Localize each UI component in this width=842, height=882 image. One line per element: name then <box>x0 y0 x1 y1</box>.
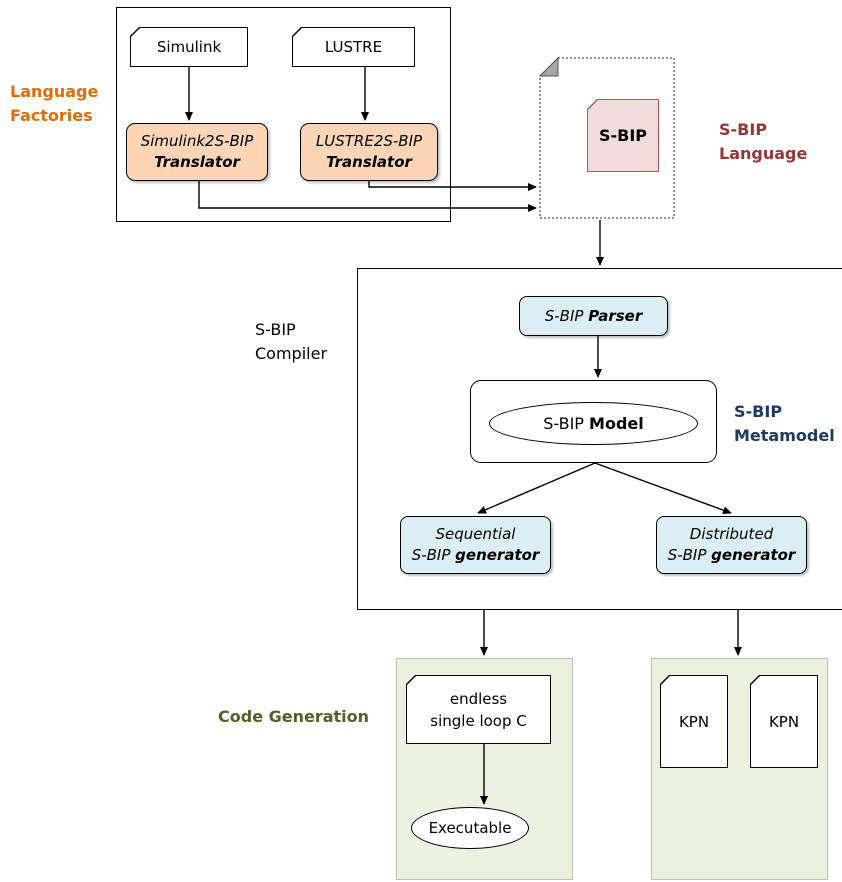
sbip-doc-label: S-BIP <box>598 126 648 145</box>
sbip-compiler-label: S-BIP Compiler <box>255 318 327 366</box>
endless-loop-line2: single loop C <box>430 711 527 730</box>
distributed-generator-line2: S-BIP generator <box>657 545 806 566</box>
sbip-compiler-label-line1: S-BIP <box>255 320 296 339</box>
lustre-source-doc: LUSTRE <box>292 27 415 67</box>
distributed-generator-prefix: S-BIP <box>667 546 712 564</box>
distributed-generator-line1: Distributed <box>689 525 774 543</box>
endless-loop-line1: endless <box>449 689 508 708</box>
sequential-generator-line1: Sequential <box>435 525 516 543</box>
kpn-doc-2: KPN <box>750 675 818 768</box>
sbip-model-prefix: S-BIP <box>543 414 590 433</box>
executable-ellipse: Executable <box>411 807 529 849</box>
sbip-parser-prefix: S-BIP <box>544 306 589 325</box>
lustre-translator-line2: Translator <box>326 153 412 171</box>
sequential-generator-line2: S-BIP generator <box>401 545 550 566</box>
sbip-parser-bold: Parser <box>588 306 643 325</box>
lustre-translator: LUSTRE2S-BIP Translator <box>300 123 438 181</box>
language-factories-label-line2: Factories <box>10 106 93 125</box>
sbip-language-label-line2: Language <box>719 144 808 163</box>
sbip-compiler-label-line2: Compiler <box>255 344 328 363</box>
compiler-frame <box>357 268 842 610</box>
distributed-generator-node: Distributed S-BIP generator <box>656 516 807 574</box>
sbip-metamodel-label-line2: Metamodel <box>734 426 835 445</box>
sbip-model-text: S-BIP Model <box>543 414 644 433</box>
sbip-parser-text: S-BIP Parser <box>520 306 667 327</box>
simulink-source-doc: Simulink <box>130 27 248 67</box>
executable-label: Executable <box>428 819 512 837</box>
simulink-source-label: Simulink <box>156 38 222 56</box>
sbip-model-ellipse: S-BIP Model <box>489 402 698 445</box>
sequential-generator-bold: generator <box>455 546 540 564</box>
sequential-generator-prefix: S-BIP <box>411 546 456 564</box>
sbip-metamodel-label: S-BIP Metamodel <box>734 400 835 448</box>
lustre-source-label: LUSTRE <box>324 38 383 56</box>
lustre-translator-line1: LUSTRE2S-BIP <box>315 132 423 150</box>
sbip-model-bold: Model <box>589 414 644 433</box>
kpn-doc-1: KPN <box>660 675 728 768</box>
language-factories-label-line1: Language <box>10 82 99 101</box>
code-generation-label: Code Generation <box>218 707 370 726</box>
simulink-translator-line1: Simulink2S-BIP <box>140 132 254 150</box>
language-factories-label: Language Factories <box>10 80 98 128</box>
distributed-generator-bold: generator <box>711 546 796 564</box>
sbip-language-label-line1: S-BIP <box>719 120 768 139</box>
simulink-translator-line2: Translator <box>154 153 240 171</box>
sbip-language-label: S-BIP Language <box>719 118 807 166</box>
kpn-doc-1-label: KPN <box>678 712 710 731</box>
sbip-doc: S-BIP <box>587 99 659 172</box>
endless-loop-doc: endless single loop C <box>406 675 551 744</box>
sequential-generator-node: Sequential S-BIP generator <box>400 516 551 574</box>
kpn-doc-2-label: KPN <box>768 712 800 731</box>
simulink-translator: Simulink2S-BIP Translator <box>126 123 268 181</box>
sbip-parser-node: S-BIP Parser <box>519 296 668 336</box>
sbip-metamodel-label-line1: S-BIP <box>734 402 783 421</box>
